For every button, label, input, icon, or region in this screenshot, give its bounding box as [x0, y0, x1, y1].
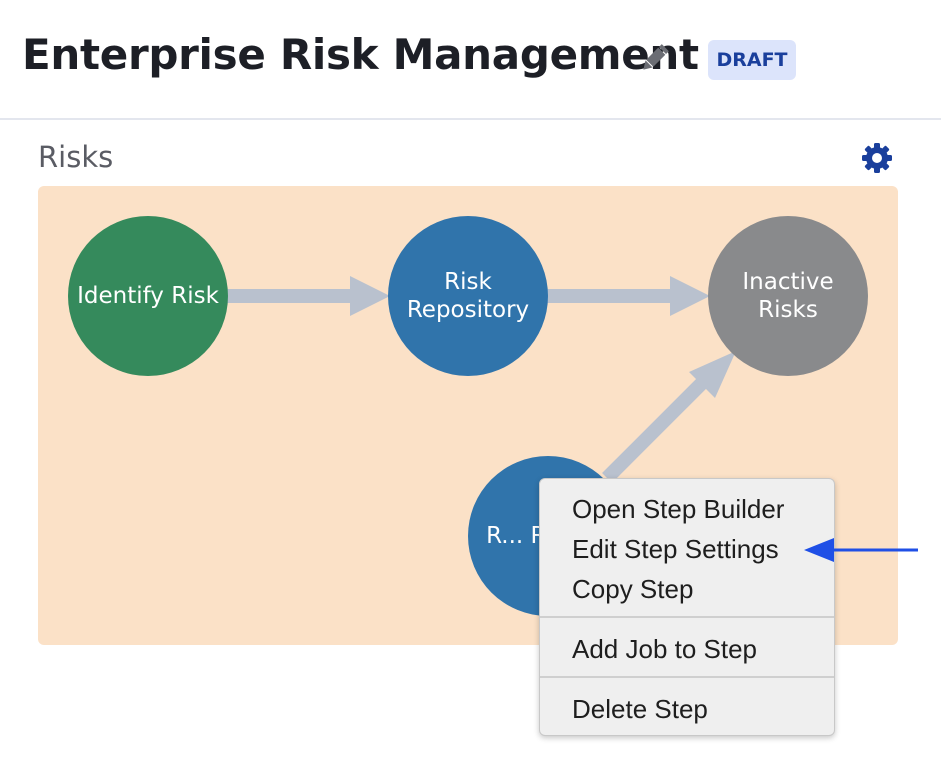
page-title: Enterprise Risk Management [22, 30, 699, 79]
menu-item-edit-step-settings[interactable]: Edit Step Settings [572, 534, 779, 564]
step-node-label: Identify Risk [77, 283, 219, 309]
menu-divider [540, 616, 834, 618]
menu-divider [540, 676, 834, 678]
menu-item-delete-step[interactable]: Delete Step [572, 694, 708, 724]
menu-item-add-job-to-step[interactable]: Add Job to Step [572, 634, 758, 664]
section-title: Risks [38, 140, 114, 174]
gear-icon[interactable] [860, 141, 894, 175]
step-node-identify-risk[interactable]: Identify Risk [68, 216, 228, 376]
status-badge: DRAFT [708, 40, 796, 80]
menu-item-open-step-builder[interactable]: Open Step Builder [572, 494, 785, 524]
page-header: Enterprise Risk Management DRAFT [0, 0, 941, 120]
step-node-risk-repository[interactable]: Risk Repository [388, 216, 548, 376]
pencil-icon[interactable] [636, 41, 672, 77]
step-node-label: Inactive Risks [742, 269, 834, 323]
step-node-inactive-risks[interactable]: Inactive Risks [708, 216, 868, 376]
menu-item-copy-step[interactable]: Copy Step [572, 574, 694, 604]
annotation-arrow-icon [804, 538, 918, 562]
step-context-menu: Open Step Builder Edit Step Settings Cop… [539, 478, 835, 736]
step-node-label: Risk Repository [406, 269, 530, 323]
